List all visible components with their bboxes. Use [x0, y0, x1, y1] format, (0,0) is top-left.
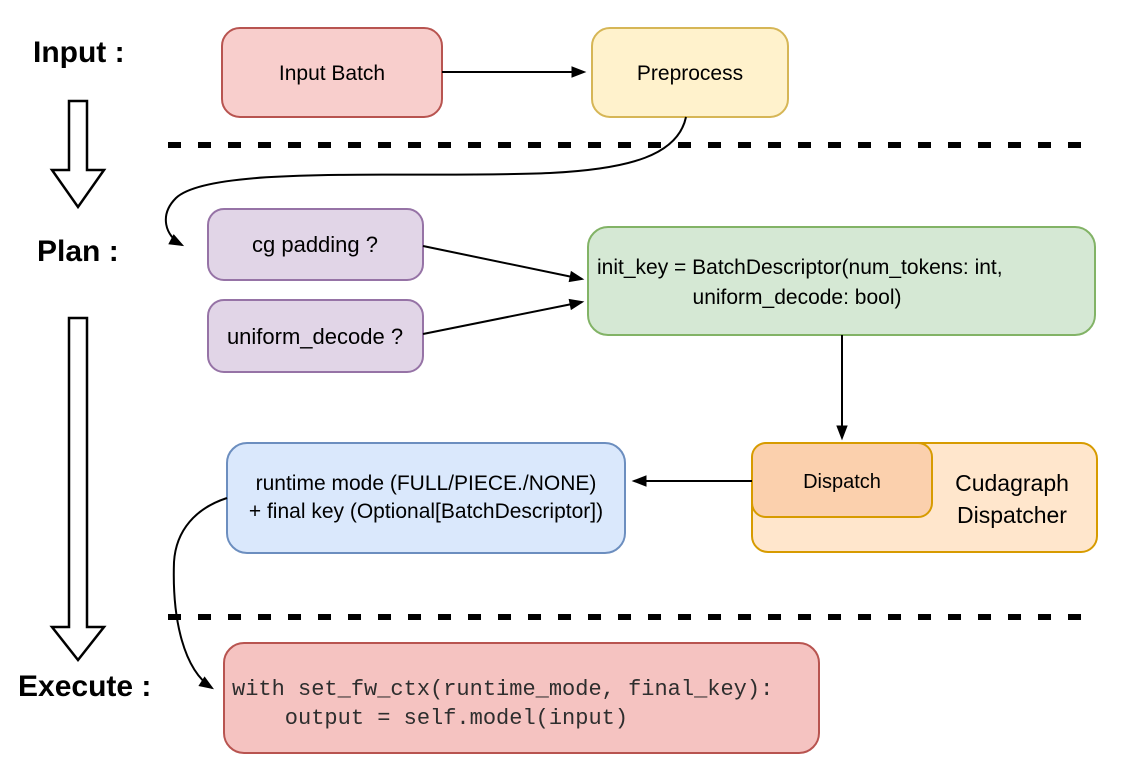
node-init-key-line2: uniform_decode: bool) [693, 286, 902, 309]
node-uniform-decode [207, 299, 424, 373]
node-runtime-result-line1: runtime mode (FULL/PIECE./NONE) [256, 472, 597, 495]
node-execute-code-line1: with set_fw_ctx(runtime_mode, final_key)… [232, 677, 773, 702]
node-input-batch-label: Input Batch [279, 62, 385, 85]
stage-label-input: Input : [33, 36, 125, 69]
connector-uniform-decode-to-init-key [422, 298, 585, 335]
node-cg-padding [207, 208, 424, 281]
stage-label-plan: Plan : [37, 235, 119, 268]
node-dispatch-label: Dispatch [803, 471, 881, 493]
node-execute-code-line2: output = self.model(input) [232, 706, 628, 731]
connector-cg-padding-to-init-key [422, 245, 585, 283]
connector-preprocess-to-cg-padding [164, 116, 687, 247]
connector-runtime-result-to-execute-code [172, 497, 228, 690]
stage-flow-arrow-plan-to-execute [49, 316, 107, 663]
node-init-key [587, 226, 1096, 336]
node-init-key-line1: init_key = BatchDescriptor(num_tokens: i… [597, 256, 1003, 279]
node-cg-padding-label: cg padding ? [252, 232, 378, 257]
node-uniform-decode-label: uniform_decode ? [227, 324, 403, 349]
stage-label-execute: Execute : [18, 670, 151, 703]
stage-flow-arrow-input-to-plan [49, 99, 107, 210]
node-execute-code [223, 642, 820, 754]
node-cudagraph-dispatcher-line2: Dispatcher [957, 502, 1067, 528]
node-preprocess-label: Preprocess [637, 62, 743, 85]
node-preprocess [591, 27, 789, 118]
node-runtime-result-line2: + final key (Optional[BatchDescriptor]) [249, 500, 603, 523]
node-cudagraph-dispatcher-line1: Cudagraph [955, 470, 1069, 496]
node-runtime-result [226, 442, 626, 554]
